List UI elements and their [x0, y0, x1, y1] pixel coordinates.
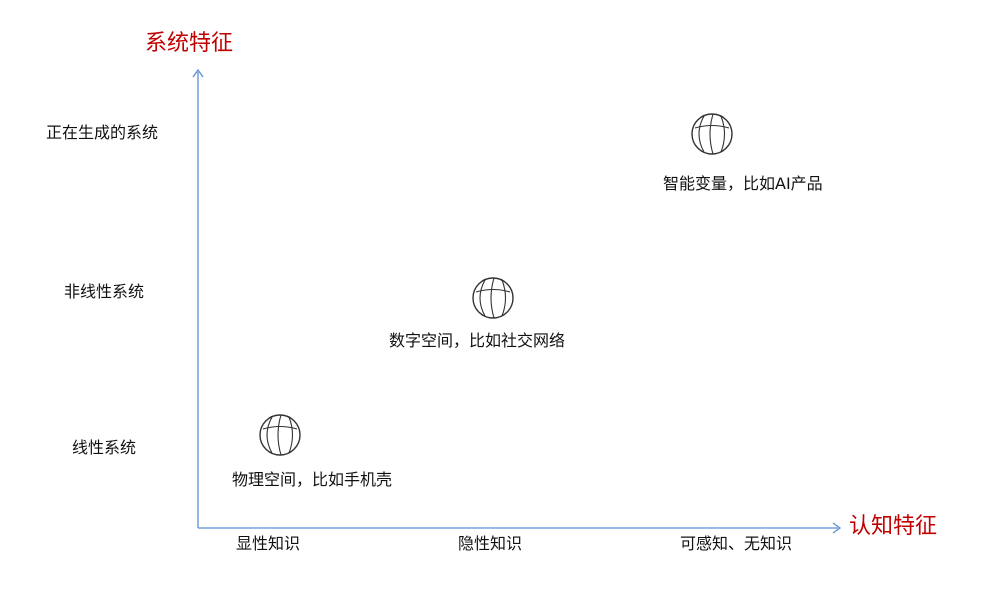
- point-label-physical-space: 物理空间，比如手机壳: [232, 470, 393, 489]
- x-axis-title: 认知特征: [849, 514, 938, 539]
- globe-icon: [691, 113, 733, 155]
- x-level-perceivable-no-knowledge: 可感知、无知识: [680, 534, 793, 553]
- point-label-digital-space: 数字空间，比如社交网络: [389, 331, 566, 350]
- point-label-intelligent-variable: 智能变量，比如AI产品: [663, 174, 823, 193]
- y-level-nonlinear-system: 非线性系统: [64, 282, 145, 301]
- x-level-tacit-knowledge: 隐性知识: [458, 534, 523, 553]
- y-level-linear-system: 线性系统: [72, 438, 137, 457]
- globe-icon: [472, 277, 514, 319]
- y-axis-arrow: [192, 68, 204, 78]
- globe-icon: [259, 414, 301, 456]
- y-axis-title: 系统特征: [145, 31, 234, 56]
- x-level-explicit-knowledge: 显性知识: [236, 534, 301, 553]
- y-level-generating-system: 正在生成的系统: [46, 123, 159, 142]
- x-axis-arrow: [832, 522, 842, 534]
